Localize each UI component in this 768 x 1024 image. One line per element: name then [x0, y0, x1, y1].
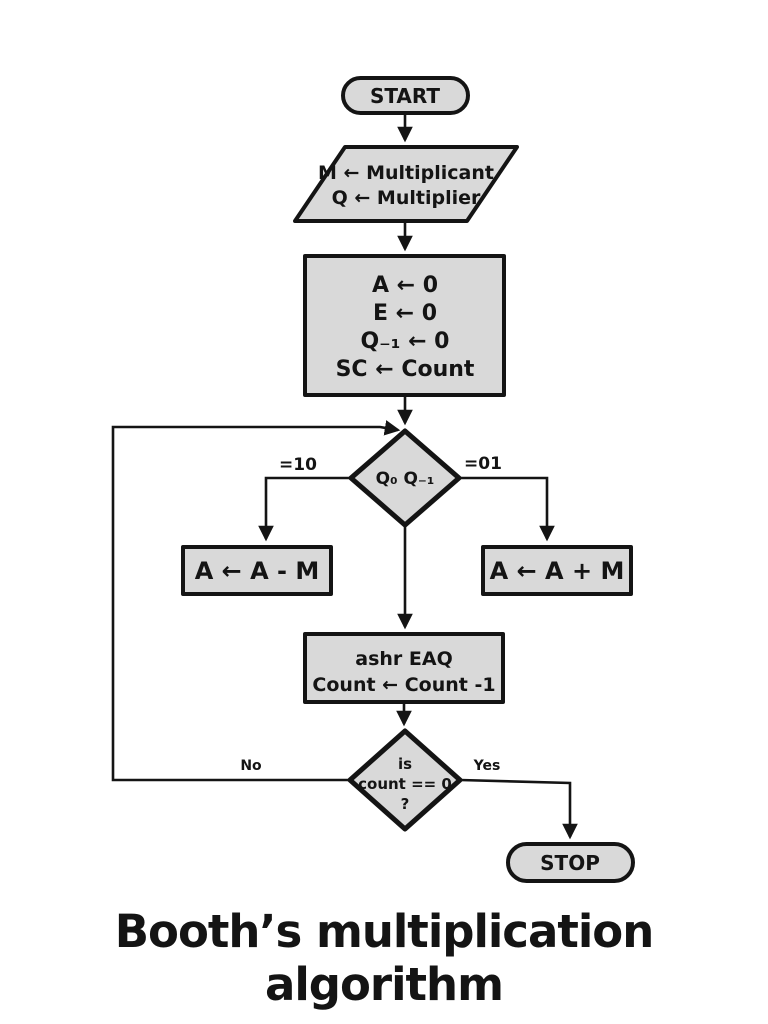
node-subtract: A ← A - M: [181, 545, 333, 596]
node-shift: ashr EAQ Count ← Count -1: [303, 632, 505, 704]
decision2-line-2: count == 0: [358, 775, 452, 793]
input-parallelogram-shape: [293, 145, 519, 223]
node-stop: STOP: [506, 842, 635, 883]
node-decision1: Q₀ Q₋₁: [348, 428, 462, 528]
decision2-diamond-shape: [347, 728, 463, 832]
edge-no-loop-to-decision1: [111, 420, 401, 782]
decision1-diamond-shape: [348, 428, 462, 528]
stop-label: STOP: [540, 851, 600, 875]
subtract-label: A ← A - M: [195, 557, 320, 585]
decision2-line-3: ?: [401, 795, 410, 813]
add-label: A ← A + M: [490, 557, 625, 585]
decision1-left-branch-label: =10: [279, 455, 317, 475]
decision2-line-1: is: [398, 755, 412, 773]
shift-line-2: Count ← Count -1: [312, 674, 495, 696]
diagram-title: Booth’s multiplication algorithm: [114, 905, 655, 1011]
init-line-4: SC ← Count: [336, 357, 475, 382]
start-label: START: [370, 84, 440, 108]
init-line-1: A ← 0: [372, 273, 438, 298]
edge-yes-to-stop: [459, 778, 578, 840]
decision1-right-branch-label: =01: [464, 454, 502, 474]
stop-terminator-shape: [506, 842, 635, 883]
node-init: A ← 0 E ← 0 Q₋₁ ← 0 SC ← Count: [303, 254, 506, 397]
shift-line-1: ashr EAQ: [355, 648, 452, 670]
edge-decision1-to-subtract: [258, 476, 351, 542]
start-terminator-shape: [341, 76, 470, 115]
node-add: A ← A + M: [481, 545, 633, 596]
subtract-process-shape: [181, 545, 333, 596]
flowchart-canvas: START M ← Multiplicant Q ← Multiplier A …: [111, 76, 635, 883]
decision2-no-branch-label: No: [240, 758, 262, 774]
node-input: M ← Multiplicant Q ← Multiplier: [293, 145, 519, 223]
input-line-1: M ← Multiplicant: [318, 162, 494, 184]
node-start: START: [341, 76, 470, 115]
node-decision2: is count == 0 ?: [347, 728, 463, 832]
decision1-label: Q₀ Q₋₁: [376, 469, 435, 489]
init-process-shape: [303, 254, 506, 397]
input-line-2: Q ← Multiplier: [332, 187, 481, 209]
init-line-2: E ← 0: [373, 301, 437, 326]
edge-decision1-to-add: [459, 476, 555, 542]
shift-process-shape: [303, 632, 505, 704]
init-line-3: Q₋₁ ← 0: [360, 329, 449, 354]
add-process-shape: [481, 545, 633, 596]
decision2-yes-branch-label: Yes: [473, 758, 501, 774]
